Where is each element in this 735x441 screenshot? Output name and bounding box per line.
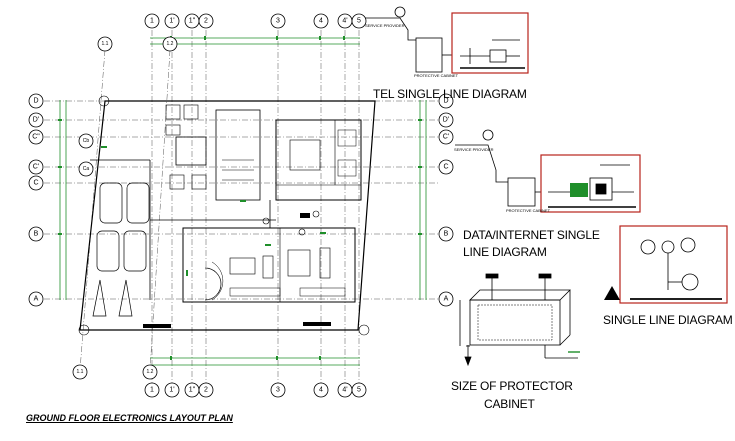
grid-label: 1 <box>150 18 154 25</box>
floor-plan-accents <box>101 146 326 276</box>
data-cabinet-label: PROTECTIVE CABINET <box>506 208 551 213</box>
protector-title-line1: SIZE OF PROTECTOR <box>451 379 573 393</box>
grid-labels-right: D D' C' C B A <box>443 98 449 303</box>
grid-label: 1 <box>150 387 154 394</box>
grid-label: 5 <box>357 18 361 25</box>
grid-label: 4' <box>342 18 347 25</box>
grid-label: 1' <box>169 18 174 25</box>
grid-label: C' <box>443 134 449 141</box>
grid-label: Cb <box>83 138 90 144</box>
grid-label: 4 <box>319 18 323 25</box>
protector-title-line2: CABINET <box>484 397 535 411</box>
grid-label: 1.2 <box>147 369 154 375</box>
grid-label: C' <box>33 164 39 171</box>
data-diagram <box>455 129 641 213</box>
grid-bubbles <box>28 13 454 398</box>
grid-label: 1" <box>189 387 196 394</box>
grid-label: 2 <box>204 18 208 25</box>
data-diagram-title-line1: DATA/INTERNET SINGLE <box>463 228 600 242</box>
plan-symbols <box>78 95 370 336</box>
grid-label: 4 <box>319 387 323 394</box>
grid-label: 3 <box>276 387 280 394</box>
floor-plan <box>79 100 376 331</box>
grid-label: D <box>443 98 448 105</box>
grid-lines <box>44 30 440 385</box>
data-service-provider-label: SERVICE PROVIDER <box>454 147 494 152</box>
grid-label: Ca <box>83 166 90 172</box>
grid-label: D' <box>443 117 449 124</box>
single-line-diagram <box>604 225 728 304</box>
grid-label: A <box>34 296 39 303</box>
grid-label: 1.2 <box>167 41 174 47</box>
dimension-lines <box>59 37 427 366</box>
grid-label: 1.1 <box>102 41 109 47</box>
grid-label: 1" <box>189 18 196 25</box>
grid-label: D <box>33 98 38 105</box>
grid-label: 4' <box>342 387 347 394</box>
grid-label: 5 <box>357 387 361 394</box>
grid-label: 3 <box>276 18 280 25</box>
grid-label: D' <box>33 117 39 124</box>
plan-heavy-marks <box>143 213 331 328</box>
grid-label: A <box>444 296 449 303</box>
grid-label: C <box>443 164 448 171</box>
drawing-title: GROUND FLOOR ELECTRONICS LAYOUT PLAN <box>26 413 233 423</box>
tel-diagram <box>365 6 529 74</box>
dimension-ticks <box>58 36 422 360</box>
grid-label: C <box>33 180 38 187</box>
data-diagram-title-line2: LINE DIAGRAM <box>463 245 547 259</box>
protector-cabinet <box>459 273 580 367</box>
tel-service-provider-label: SERVICE PROVIDER <box>365 23 405 28</box>
grid-labels-bottom: 1 1' 1" 2 3 4 4' 5 1.1 1.2 <box>77 369 362 394</box>
grid-labels-top: 1 1' 1" 2 3 4 4' 5 1.1 1.2 <box>102 18 362 48</box>
grid-label: B <box>34 231 39 238</box>
tel-cabinet-label: PROTECTIVE CABINET <box>414 73 459 78</box>
grid-label: B <box>444 231 449 238</box>
grid-label: 1.1 <box>77 369 84 375</box>
grid-label: 1' <box>169 387 174 394</box>
grid-label: 2 <box>204 387 208 394</box>
tel-diagram-title: TEL SINGLE LINE DIAGRAM <box>373 87 527 101</box>
single-line-diagram-title: SINGLE LINE DIAGRAM <box>603 313 733 327</box>
grid-label: C" <box>32 134 40 141</box>
grid-labels-left: D D' C" C' C B A Cb Ca <box>32 98 89 303</box>
